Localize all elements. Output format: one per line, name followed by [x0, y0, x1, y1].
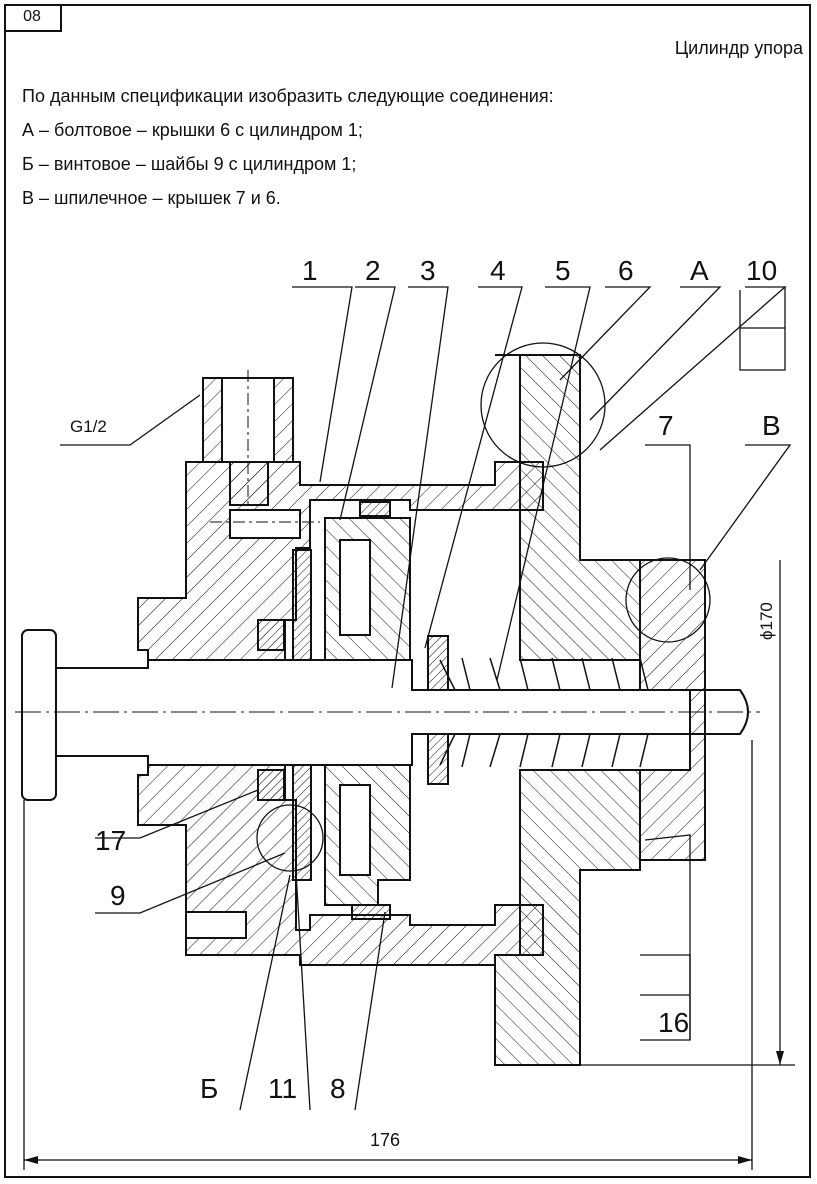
label-17: 17 [95, 825, 126, 856]
seal-upper [257, 619, 285, 651]
nut-upper [427, 635, 449, 691]
seal-8-lower [351, 904, 391, 920]
cover-7 [639, 559, 706, 861]
label-7: 7 [658, 410, 674, 441]
task-item-v: В – шпилечное – крышек 7 и 6. [22, 188, 281, 208]
drawing-sheet [4, 4, 811, 1178]
thread-label: G1/2 [70, 417, 107, 436]
detail-circle-v [625, 557, 711, 643]
label-11: 11 [268, 1073, 297, 1104]
sheet-number: 08 [4, 4, 62, 32]
task-intro: По данным спецификации изобразить следую… [22, 86, 554, 106]
label-a: А [690, 255, 709, 286]
label-4: 4 [490, 255, 506, 286]
label-8: 8 [330, 1073, 346, 1104]
label-9: 9 [110, 880, 126, 911]
label-b: Б [200, 1073, 218, 1104]
label-1: 1 [302, 255, 318, 286]
task-item-b: Б – винтовое – шайбы 9 с цилиндром 1; [22, 154, 357, 174]
label-5: 5 [555, 255, 571, 286]
sheet-title: Цилиндр упора [674, 38, 803, 58]
label-3: 3 [420, 255, 436, 286]
label-10: 10 [746, 255, 777, 286]
washer-upper [292, 549, 312, 661]
label-v: В [762, 410, 781, 441]
label-2: 2 [365, 255, 381, 286]
detail-circle-b [256, 804, 324, 872]
nut-lower [427, 733, 449, 785]
rod [39, 659, 749, 766]
task-item-a: А – болтовое – крышки 6 с цилиндром 1; [22, 120, 363, 140]
dimension-diameter: ϕ170 [757, 602, 776, 640]
channel [229, 509, 301, 539]
washer-lower [292, 764, 312, 881]
knob [21, 629, 57, 801]
seal-8-upper [359, 501, 391, 517]
label-6: 6 [618, 255, 634, 286]
seal-lower [257, 769, 285, 801]
dimension-length: 176 [370, 1130, 400, 1150]
leader-lines [60, 286, 792, 1111]
bolt-hole-lower [185, 911, 247, 939]
label-16: 16 [658, 1007, 689, 1038]
